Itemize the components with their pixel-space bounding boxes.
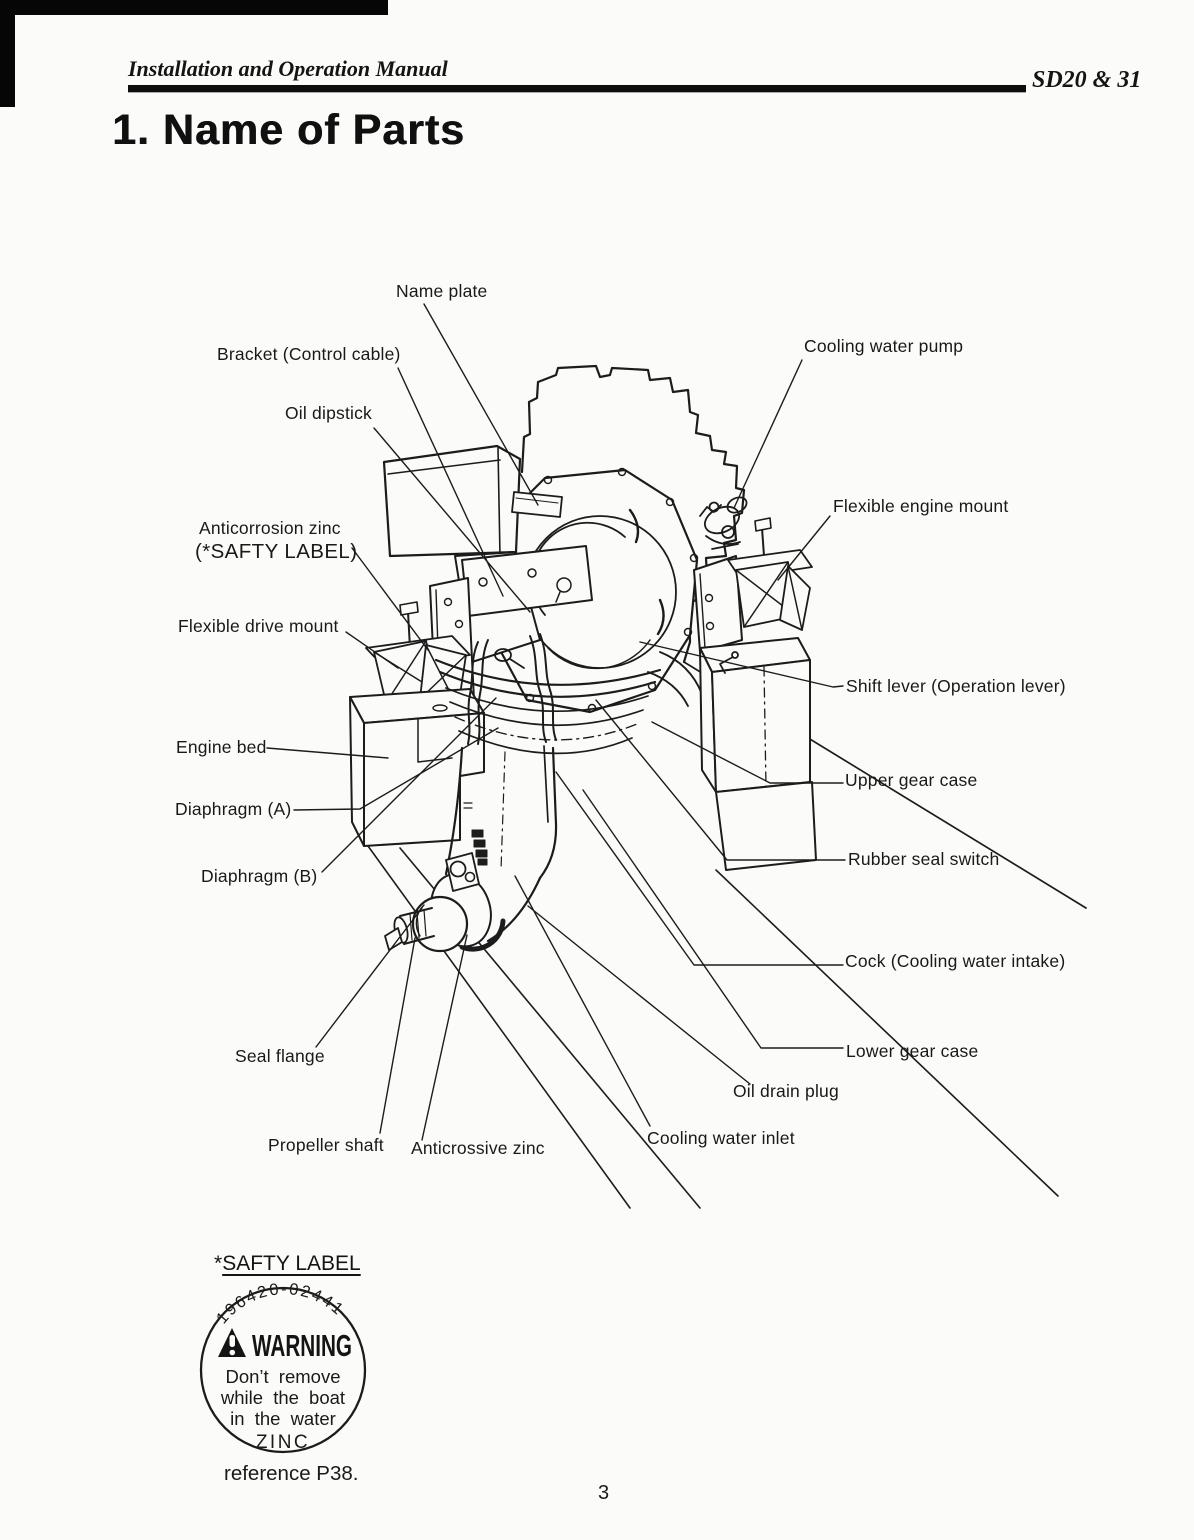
part-label-anticorrosion-zinc: Anticorrosion zinc [199, 518, 341, 538]
safety-label-heading: *SAFTY LABEL [214, 1252, 361, 1276]
hull-line-left-a [367, 845, 631, 1209]
leader-anticrossive-zinc [421, 934, 468, 1141]
leader-rubber-seal-switch [595, 699, 846, 861]
leader-anticorrosion-zinc [351, 547, 429, 651]
engine-bed-left [349, 688, 485, 847]
flywheel-arc-low [547, 639, 651, 670]
scan-artifact-left [0, 0, 15, 107]
warning-triangle-icon [218, 1328, 246, 1357]
bracket-holes [478, 568, 572, 603]
warning-line1: Don’t remove [225, 1366, 340, 1387]
part-label-propeller-shaft: Propeller shaft [268, 1135, 384, 1155]
manual-title: Installation and Operation Manual [128, 56, 448, 81]
leader-flexible-engine-mount [777, 515, 831, 581]
part-label-lower-gear-case: Lower gear case [846, 1041, 979, 1061]
leader-upper-gear-case [651, 721, 844, 784]
diaphragm-bands [467, 633, 557, 745]
part-label-shift-lever: Shift lever (Operation lever) [846, 676, 1066, 696]
part-label-cock: Cock (Cooling water intake) [845, 951, 1066, 971]
name-plate-line [515, 497, 559, 504]
part-label-upper-gear-case: Upper gear case [845, 770, 978, 790]
leader-bracket [397, 367, 504, 597]
leader-cooling-water-inlet [514, 875, 651, 1127]
part-label-rubber-seal-switch: Rubber seal switch [848, 849, 1000, 869]
safety-heading-star: * [214, 1252, 223, 1275]
cooling-water-pump-part [699, 496, 748, 550]
model-number: SD20 & 31 [1032, 67, 1142, 93]
page-number: 3 [598, 1482, 610, 1504]
shift-lever-part [719, 651, 739, 674]
leader-oil-drain-plug [527, 905, 751, 1085]
part-label-diaphragm-a: Diaphragm (A) [175, 799, 292, 819]
part-label-diaphragm-b: Diaphragm (B) [201, 866, 318, 886]
part-label-safty-label-ref: (*SAFTY LABEL) [195, 540, 358, 563]
flexible-engine-mount-part [693, 517, 813, 653]
dipstick-bolt [494, 648, 525, 669]
leader-diaphragm-a [293, 727, 499, 811]
warning-word: WARNING [252, 1328, 352, 1363]
part-label-cooling-water-pump: Cooling water pump [804, 336, 964, 356]
part-label-anticrossive-zinc: Anticrossive zinc [411, 1138, 545, 1158]
leader-name-plate [423, 303, 539, 506]
leader-seal-flange [315, 907, 423, 1048]
leader-lines [266, 303, 846, 1141]
leader-oil-dipstick [373, 427, 531, 613]
part-label-flexible-drive-mount: Flexible drive mount [178, 616, 339, 636]
leader-lower-gear-case [582, 789, 844, 1049]
header-rule [128, 85, 1026, 92]
warning-line3: in the water [230, 1408, 336, 1429]
safety-heading-text: SAFTY LABEL [222, 1252, 361, 1275]
leader-cooling-water-pump [733, 359, 803, 509]
part-label-bracket: Bracket (Control cable) [217, 344, 401, 364]
part-label-flexible-engine-mount: Flexible engine mount [833, 496, 1009, 516]
housing-slots [628, 508, 665, 636]
warning-zinc: ZINC [256, 1432, 310, 1453]
leader-flexible-drive-mount [345, 631, 399, 669]
part-label-oil-drain-plug: Oil drain plug [733, 1081, 839, 1101]
propeller-hub [384, 852, 506, 953]
part-label-seal-flange: Seal flange [235, 1046, 325, 1066]
safety-reference: reference P38. [224, 1462, 359, 1485]
part-label-cooling-water-inlet: Cooling water inlet [647, 1128, 795, 1148]
part-label-oil-dipstick: Oil dipstick [285, 403, 373, 423]
part-label-name-plate: Name plate [396, 281, 488, 301]
engine-bed-right [699, 637, 817, 871]
upper-gear-case-part [434, 658, 662, 755]
engine-outline [520, 364, 746, 664]
page-title: 1. Name of Parts [112, 106, 465, 154]
scan-artifact-top [8, 0, 388, 15]
warning-line2: while the boat [220, 1387, 345, 1408]
leader-shift-lever [639, 641, 844, 688]
hull-line-right-lower [715, 869, 1059, 1197]
leader-propeller-shaft [379, 937, 416, 1134]
leader-diaphragm-b [321, 697, 497, 873]
flexible-drive-mount-part [365, 601, 471, 709]
part-label-engine-bed: Engine bed [176, 737, 267, 757]
zinc-warning-label: 196420-02441 WARNING Don’t remove while … [199, 1280, 367, 1454]
leader-cock [555, 771, 844, 966]
leader-engine-bed [266, 747, 389, 759]
